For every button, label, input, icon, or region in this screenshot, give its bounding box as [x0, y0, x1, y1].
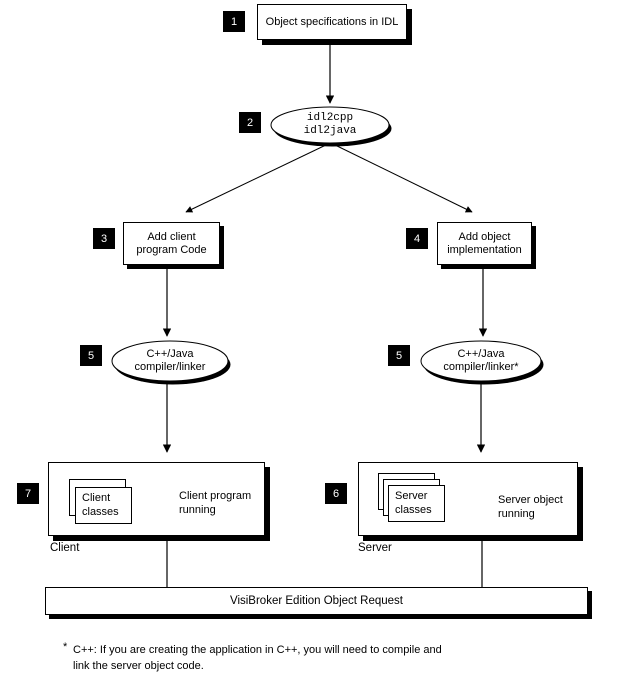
- orb-request-label: VisiBroker Edition Object Request: [229, 595, 403, 607]
- server-running-label: Server object running: [498, 493, 563, 521]
- idl-spec-box: Object specifications in IDL: [257, 4, 407, 40]
- client-caption: Client: [50, 542, 80, 554]
- add-object-impl-box: Add object implementation: [437, 222, 532, 265]
- arrow-to-client-code: [185, 143, 329, 213]
- idl-compiler-line1: idl2cpp: [306, 112, 354, 124]
- step-badge-3: 3: [93, 228, 115, 249]
- step-badge-5-left: 5: [80, 345, 102, 366]
- server-running-line2: running: [498, 508, 535, 520]
- client-running-line1: Client program: [179, 490, 252, 502]
- client-classes-line2: classes: [82, 506, 119, 518]
- client-runtime-box: Client classes Client program running: [48, 462, 265, 536]
- idl-compiler-line2: idl2java: [303, 125, 357, 137]
- server-compiler-label: C++/Java compiler/linker*: [421, 348, 541, 374]
- step-badge-5-right: 5: [388, 345, 410, 366]
- orb-request-bar: VisiBroker Edition Object Request: [45, 587, 588, 615]
- arrow-to-object-impl: [332, 143, 473, 213]
- server-classes-line1: Server: [395, 490, 428, 502]
- step-badge-2: 2: [239, 112, 261, 133]
- step-badge-7: 7: [17, 483, 39, 504]
- client-compiler-line1: C++/Java: [146, 348, 194, 360]
- idl-spec-label: Object specifications in IDL: [265, 15, 399, 28]
- server-compiler-line2: compiler/linker*: [443, 361, 519, 373]
- server-caption: Server: [358, 542, 392, 554]
- footnote-marker: *: [63, 641, 68, 653]
- client-running-label: Client program running: [179, 489, 251, 517]
- add-client-code-box: Add client program Code: [123, 222, 220, 265]
- client-running-line2: running: [179, 504, 216, 516]
- add-client-code-line1: Add client: [147, 230, 196, 243]
- step-badge-4: 4: [406, 228, 428, 249]
- client-compiler-line2: compiler/linker: [134, 361, 206, 373]
- step-badge-6: 6: [325, 483, 347, 504]
- idl-compiler-label: idl2cpp idl2java: [270, 112, 390, 138]
- client-classes-card-front: Client classes: [75, 487, 132, 524]
- server-classes-line2: classes: [395, 504, 432, 516]
- client-classes-line1: Client: [82, 492, 111, 504]
- add-client-code-line2: program Code: [136, 243, 207, 256]
- server-compiler-line1: C++/Java: [457, 348, 505, 360]
- server-classes-label: Server classes: [395, 489, 432, 517]
- server-running-line1: Server object: [498, 494, 563, 506]
- client-classes-label: Client classes: [82, 491, 119, 519]
- footnote-line1: C++: If you are creating the application…: [73, 644, 442, 656]
- add-object-impl-line2: implementation: [447, 243, 522, 256]
- step-badge-1: 1: [223, 11, 245, 32]
- footnote-line2: link the server object code.: [73, 660, 204, 672]
- client-compiler-label: C++/Java compiler/linker: [110, 348, 230, 374]
- server-classes-card-front: Server classes: [388, 485, 445, 522]
- add-object-impl-line1: Add object: [458, 230, 511, 243]
- server-runtime-box: Server classes Server object running: [358, 462, 578, 536]
